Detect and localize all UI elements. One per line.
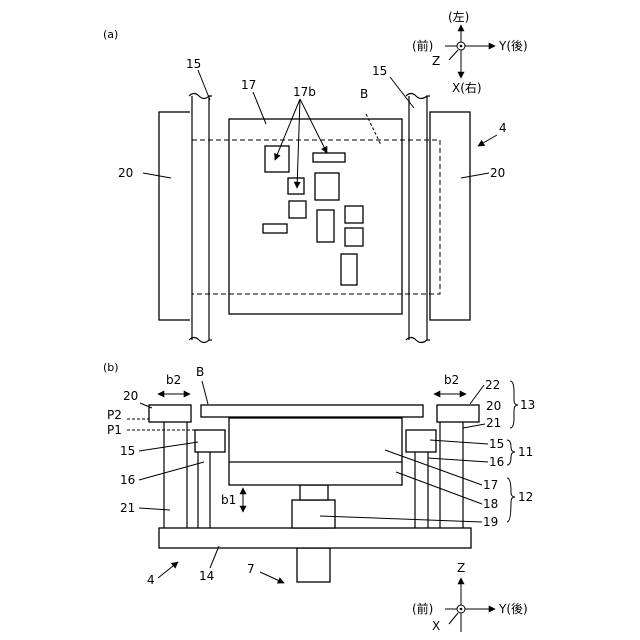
component <box>345 228 363 246</box>
rail-left-a <box>189 94 212 343</box>
brace-11 <box>507 440 515 465</box>
holder-left-b <box>149 405 191 422</box>
label-table: 17 <box>241 78 256 92</box>
label-b1: b1 <box>221 493 236 507</box>
label-board-b: B <box>196 365 204 379</box>
label-18: 18 <box>483 497 498 511</box>
lift-block <box>292 500 335 528</box>
component <box>341 254 357 285</box>
label-b2-right: b2 <box>444 373 459 387</box>
y-label-b: Y(後) <box>498 602 528 616</box>
label-parts: 17b <box>293 85 316 99</box>
label-14: 14 <box>199 569 214 583</box>
x-label-b: X <box>432 619 440 633</box>
label-13: 13 <box>520 398 535 412</box>
label-12: 12 <box>518 490 533 504</box>
panel-a-label: (a) <box>103 28 118 41</box>
front-label: (前) <box>412 38 433 53</box>
component <box>317 210 334 242</box>
component <box>288 178 304 194</box>
component <box>263 224 287 233</box>
front-label-b: (前) <box>412 601 433 616</box>
component <box>313 153 345 162</box>
label-holder-right-b: 20 <box>486 399 501 413</box>
z-label-b: Z <box>457 561 465 575</box>
label-19: 19 <box>483 515 498 529</box>
component <box>345 206 363 223</box>
holder-right-b <box>437 405 479 422</box>
shaft <box>297 548 330 582</box>
table-b <box>229 418 402 485</box>
label-holder-left: 20 <box>118 166 133 180</box>
label-7: 7 <box>247 562 255 576</box>
label-p1: P1 <box>107 423 122 437</box>
board-b <box>201 405 423 417</box>
label-17-b: 17 <box>483 478 498 492</box>
component <box>289 201 306 218</box>
label-16-left: 16 <box>120 473 135 487</box>
label-unit-b: 4 <box>147 573 155 587</box>
label-board: B <box>360 87 368 101</box>
label-22: 22 <box>485 378 500 392</box>
label-11: 11 <box>518 445 533 459</box>
label-16-right: 16 <box>489 455 504 469</box>
rail-right-b <box>406 430 436 452</box>
label-holder-left-b: 20 <box>123 389 138 403</box>
component <box>315 173 339 200</box>
label-b2-left: b2 <box>166 373 181 387</box>
component <box>265 146 289 172</box>
table-a <box>229 119 402 314</box>
label-rail-right: 15 <box>372 64 387 78</box>
label-21-left: 21 <box>120 501 135 515</box>
label-15-left: 15 <box>120 444 135 458</box>
panel-b-label: (b) <box>103 361 119 374</box>
axes-a: (左) (前) Z Y(後) X(右) <box>412 9 528 95</box>
axes-b: Z (前) Y(後) X <box>412 561 528 633</box>
label-p2: P2 <box>107 408 122 422</box>
left-label: (左) <box>448 9 469 24</box>
brace-13 <box>510 381 518 428</box>
y-label: Y(後) <box>498 39 528 53</box>
rail-left-b <box>195 430 225 452</box>
label-unit-a: 4 <box>499 121 507 135</box>
base-b <box>159 528 471 548</box>
lift-rod <box>300 485 328 500</box>
z-label: Z <box>432 54 440 68</box>
label-21-right: 21 <box>486 416 501 430</box>
x-label: X(右) <box>452 80 482 95</box>
label-rail-left: 15 <box>186 57 201 71</box>
label-15-right: 15 <box>489 437 504 451</box>
holder-right-a <box>430 112 470 320</box>
brace-12 <box>507 478 515 522</box>
rail-right-a <box>405 94 430 343</box>
label-holder-right: 20 <box>490 166 505 180</box>
